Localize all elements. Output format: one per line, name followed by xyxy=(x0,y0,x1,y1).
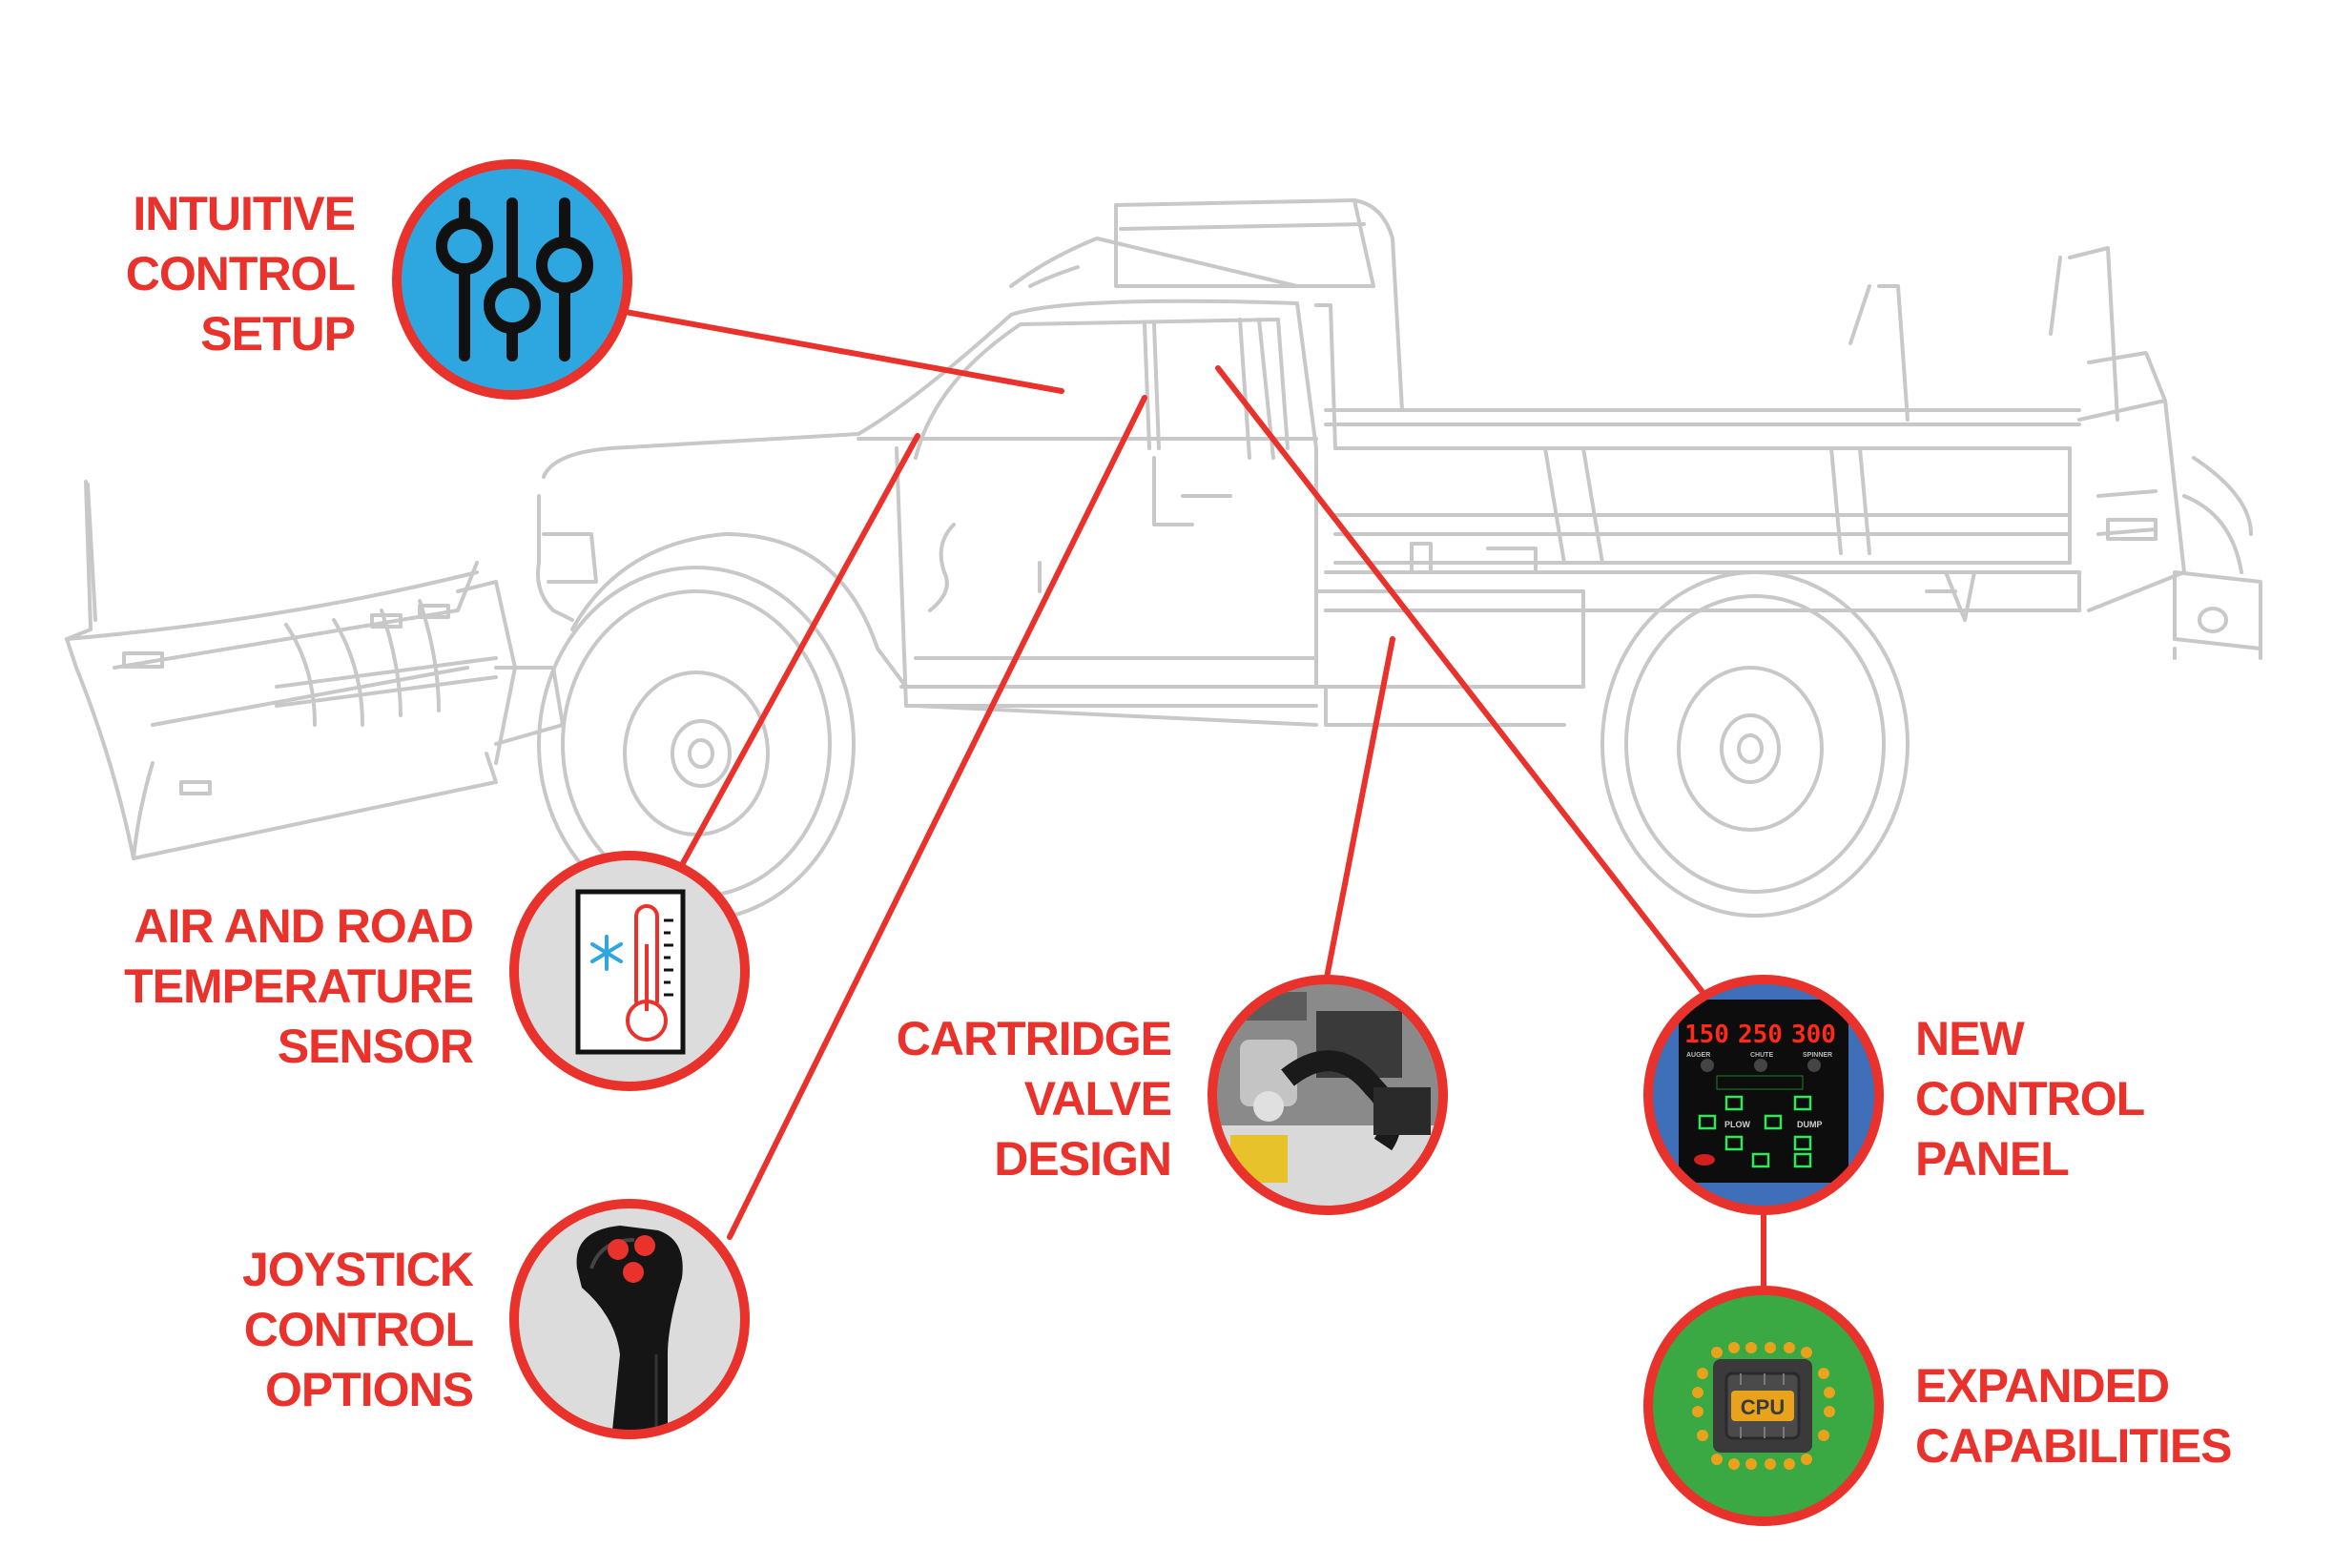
chassis xyxy=(914,589,1585,727)
dump-bed xyxy=(1114,198,2167,612)
panel-knob-label-auger: AUGER xyxy=(1686,1052,1710,1059)
panel-dump-label: DUMP xyxy=(1797,1120,1823,1129)
rear-wheel xyxy=(1600,570,1910,918)
label-control-panel: NEW CONTROL PANEL xyxy=(1915,1009,2145,1189)
intuitive-control-badge xyxy=(392,159,632,400)
temperature-sensor-badge xyxy=(509,851,750,1091)
label-line: JOYSTICK xyxy=(241,1243,474,1296)
label-cartridge-valve: CARTRIDGE VALVE DESIGN xyxy=(896,1009,1172,1189)
label-temperature-sensor: AIR AND ROAD TEMPERATURE SENSOR xyxy=(124,897,474,1077)
label-line: CARTRIDGE xyxy=(896,1012,1172,1065)
control-panel-photo: 150 250 300 AUGER CHUTE SPINNER PLOW DUM… xyxy=(1679,1000,1848,1183)
connector-temperature xyxy=(680,433,920,866)
panel-knob-label-chute: CHUTE xyxy=(1750,1052,1773,1059)
valve-photo xyxy=(1215,982,1440,1207)
connector-lines xyxy=(617,308,1766,1296)
label-line: INTUITIVE xyxy=(133,187,356,240)
expanded-capabilities-badge: CPU xyxy=(1643,1286,1884,1526)
cpu-icon: CPU xyxy=(1692,1342,1835,1470)
connector-control-panel xyxy=(1215,365,1708,999)
label-line: EXPANDED xyxy=(1915,1359,2170,1413)
cpu-label: CPU xyxy=(1741,1395,1785,1419)
snowflake-icon xyxy=(590,935,623,971)
label-line: NEW xyxy=(1915,1012,2025,1065)
label-line: TEMPERATURE xyxy=(124,959,474,1013)
label-line: CONTROL xyxy=(125,247,356,300)
joystick-icon xyxy=(576,1226,683,1432)
cartridge-valve-badge xyxy=(1208,975,1448,1215)
label-line: CAPABILITIES xyxy=(1915,1419,2233,1473)
label-line: DESIGN xyxy=(994,1132,1172,1186)
label-line: PANEL xyxy=(1915,1132,2070,1186)
rear-spreader xyxy=(1925,399,2262,660)
control-panel-badge: 150 250 300 AUGER CHUTE SPINNER PLOW DUM… xyxy=(1643,975,1884,1215)
label-line: CONTROL xyxy=(243,1303,474,1356)
label-expanded-capabilities: EXPANDED CAPABILITIES xyxy=(1915,1356,2233,1476)
label-line: OPTIONS xyxy=(264,1363,474,1416)
thermometer-icon xyxy=(575,889,686,1055)
panel-readout-3: 300 xyxy=(1791,1021,1836,1049)
panel-plow-label: PLOW xyxy=(1724,1120,1751,1129)
plow-blade xyxy=(65,480,565,860)
label-line: SENSOR xyxy=(277,1020,474,1073)
truck-cab xyxy=(536,237,1337,708)
sliders-icon xyxy=(436,197,593,361)
connector-intuitive xyxy=(617,308,1064,394)
label-joystick: JOYSTICK CONTROL OPTIONS xyxy=(241,1240,474,1420)
panel-knob-label-spinner: SPINNER xyxy=(1803,1052,1832,1059)
joystick-badge xyxy=(509,1199,750,1439)
label-line: SETUP xyxy=(200,307,356,361)
label-intuitive-control: INTUITIVE CONTROL SETUP xyxy=(125,184,356,364)
panel-readout-1: 150 xyxy=(1684,1021,1729,1049)
label-line: VALVE xyxy=(1023,1072,1172,1125)
connector-cartridge xyxy=(1323,636,1395,985)
label-line: AIR AND ROAD xyxy=(134,899,474,953)
panel-readout-2: 250 xyxy=(1738,1021,1783,1049)
connector-joystick xyxy=(727,395,1147,1240)
label-line: CONTROL xyxy=(1915,1072,2145,1125)
